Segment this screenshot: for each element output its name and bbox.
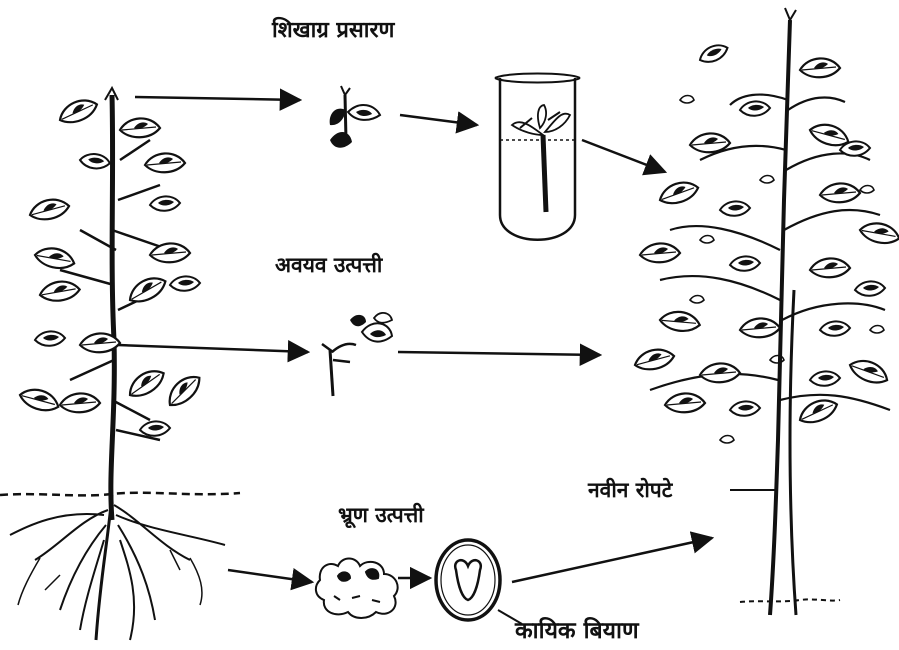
label-new-plantlet: नवीन रोपटे (588, 480, 672, 501)
callus (316, 559, 398, 619)
arrow-seed-to-new-plant (512, 538, 712, 582)
shoot-tip-explant (330, 86, 380, 148)
ground-and-roots (0, 493, 240, 640)
arrow-shoot-tip-to-tube (400, 115, 477, 125)
label-organogenesis: अवयव उत्पत्ती (275, 255, 382, 276)
label-somatic-seed: कायिक बियाण (515, 620, 639, 643)
culture-test-tube (495, 74, 580, 240)
organogenesis-explant (322, 313, 392, 396)
arrow-roots-to-callus (228, 570, 312, 582)
arrow-mother-to-organogenesis (118, 345, 308, 352)
label-embryogenesis: भ्रूण उत्पत्ती (338, 505, 424, 526)
arrow-mother-to-shoot-tip (135, 97, 300, 100)
somatic-embryo-capsule (436, 540, 500, 620)
mother-plant (18, 88, 206, 520)
arrow-tube-to-new-plant (582, 140, 665, 172)
arrow-organogenesis-to-new-plant (398, 352, 600, 355)
label-shoot-tip-propagation: शिखाग्र प्रसारण (272, 20, 394, 42)
new-plant-tree (633, 8, 899, 615)
